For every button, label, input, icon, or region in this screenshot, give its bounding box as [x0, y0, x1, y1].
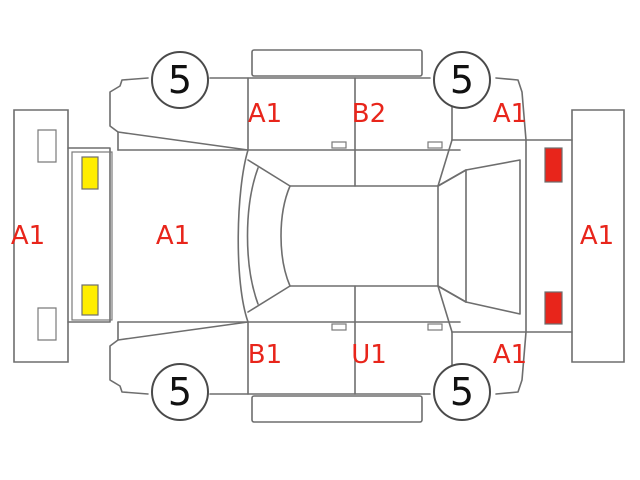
code-right-front-door: B1 — [248, 340, 282, 370]
front-bumper — [13, 109, 113, 363]
code-right-front-fender: A1 — [493, 99, 527, 129]
rear-bumper — [525, 109, 625, 363]
code-rear-bumper: A1 — [580, 221, 614, 251]
right-side-sill — [251, 395, 423, 423]
wheel-front-left: 5 — [151, 51, 209, 109]
front-light-left — [81, 156, 99, 190]
svg-text:5: 5 — [168, 58, 192, 102]
code-left-rear-door: B2 — [352, 99, 386, 129]
code-front-bumper: A1 — [11, 221, 45, 251]
svg-text:5: 5 — [450, 58, 474, 102]
code-hood: A1 — [156, 221, 190, 251]
svg-text:5: 5 — [450, 370, 474, 414]
code-left-front-door: A1 — [248, 99, 282, 129]
car-body — [109, 77, 527, 395]
rear-light-right — [544, 291, 563, 325]
wheel-rear-right: 5 — [433, 363, 491, 421]
wheel-front-right: 5 — [151, 363, 209, 421]
code-right-quarter: A1 — [493, 340, 527, 370]
front-light-right — [81, 284, 99, 316]
code-right-rear-door: U1 — [351, 340, 387, 370]
svg-text:5: 5 — [168, 370, 192, 414]
rear-light-left — [544, 147, 563, 183]
left-side-sill — [251, 49, 423, 77]
wheel-rear-left: 5 — [433, 51, 491, 109]
